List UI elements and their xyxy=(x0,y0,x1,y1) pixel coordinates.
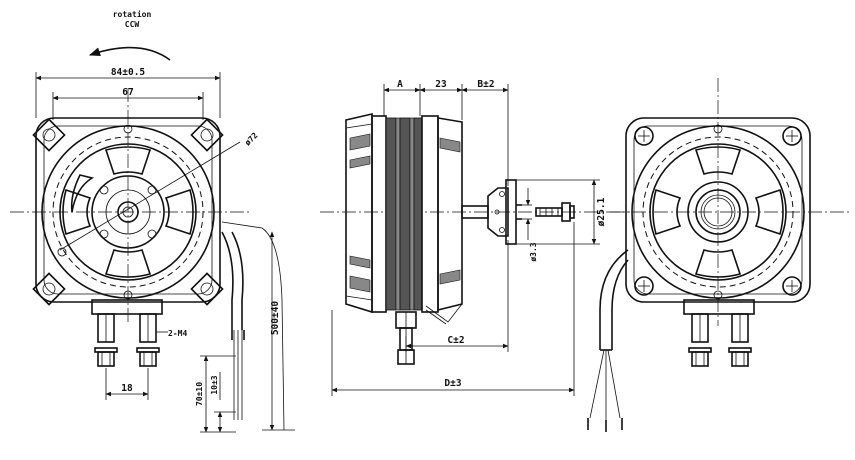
dim-shaft-diameter: ø25.1 xyxy=(596,197,607,226)
dim-lead-length: 70±10 xyxy=(195,382,204,406)
rear-view xyxy=(587,78,850,432)
corner-screw-tr xyxy=(782,126,802,146)
dim-d: D±3 xyxy=(444,378,461,389)
dim-c: C±2 xyxy=(447,335,464,346)
dim-hole-spacing: 18 xyxy=(121,383,133,394)
rotation-label: rotation xyxy=(113,9,152,19)
front-view xyxy=(10,88,285,431)
dim-shaft-small: ø3.3 xyxy=(529,242,538,261)
dim-strip-length: 10±3 xyxy=(210,375,219,394)
corner-lug-bl xyxy=(32,272,66,306)
corner-screw-bl xyxy=(634,276,654,296)
dim-mount-width: 67 xyxy=(122,87,133,98)
dim-23: 23 xyxy=(435,79,447,90)
corner-lug-tr xyxy=(190,118,224,152)
dim-b: B±2 xyxy=(477,79,494,90)
dim-bolt-circle: ø72 xyxy=(243,131,260,148)
dim-overall-width: 84±0.5 xyxy=(111,67,146,78)
corner-lug-tl xyxy=(32,118,66,152)
corner-lug-br xyxy=(190,272,224,306)
rotation-arrow xyxy=(88,46,171,61)
dim-cable-length: 500±40 xyxy=(270,301,281,336)
dim-a: A xyxy=(397,79,403,90)
corner-screw-br xyxy=(782,276,802,296)
corner-screw-tl xyxy=(634,126,654,146)
side-view xyxy=(320,112,630,365)
rotation-direction: CCW xyxy=(125,20,140,29)
dim-thread: 2-M4 xyxy=(168,329,187,338)
